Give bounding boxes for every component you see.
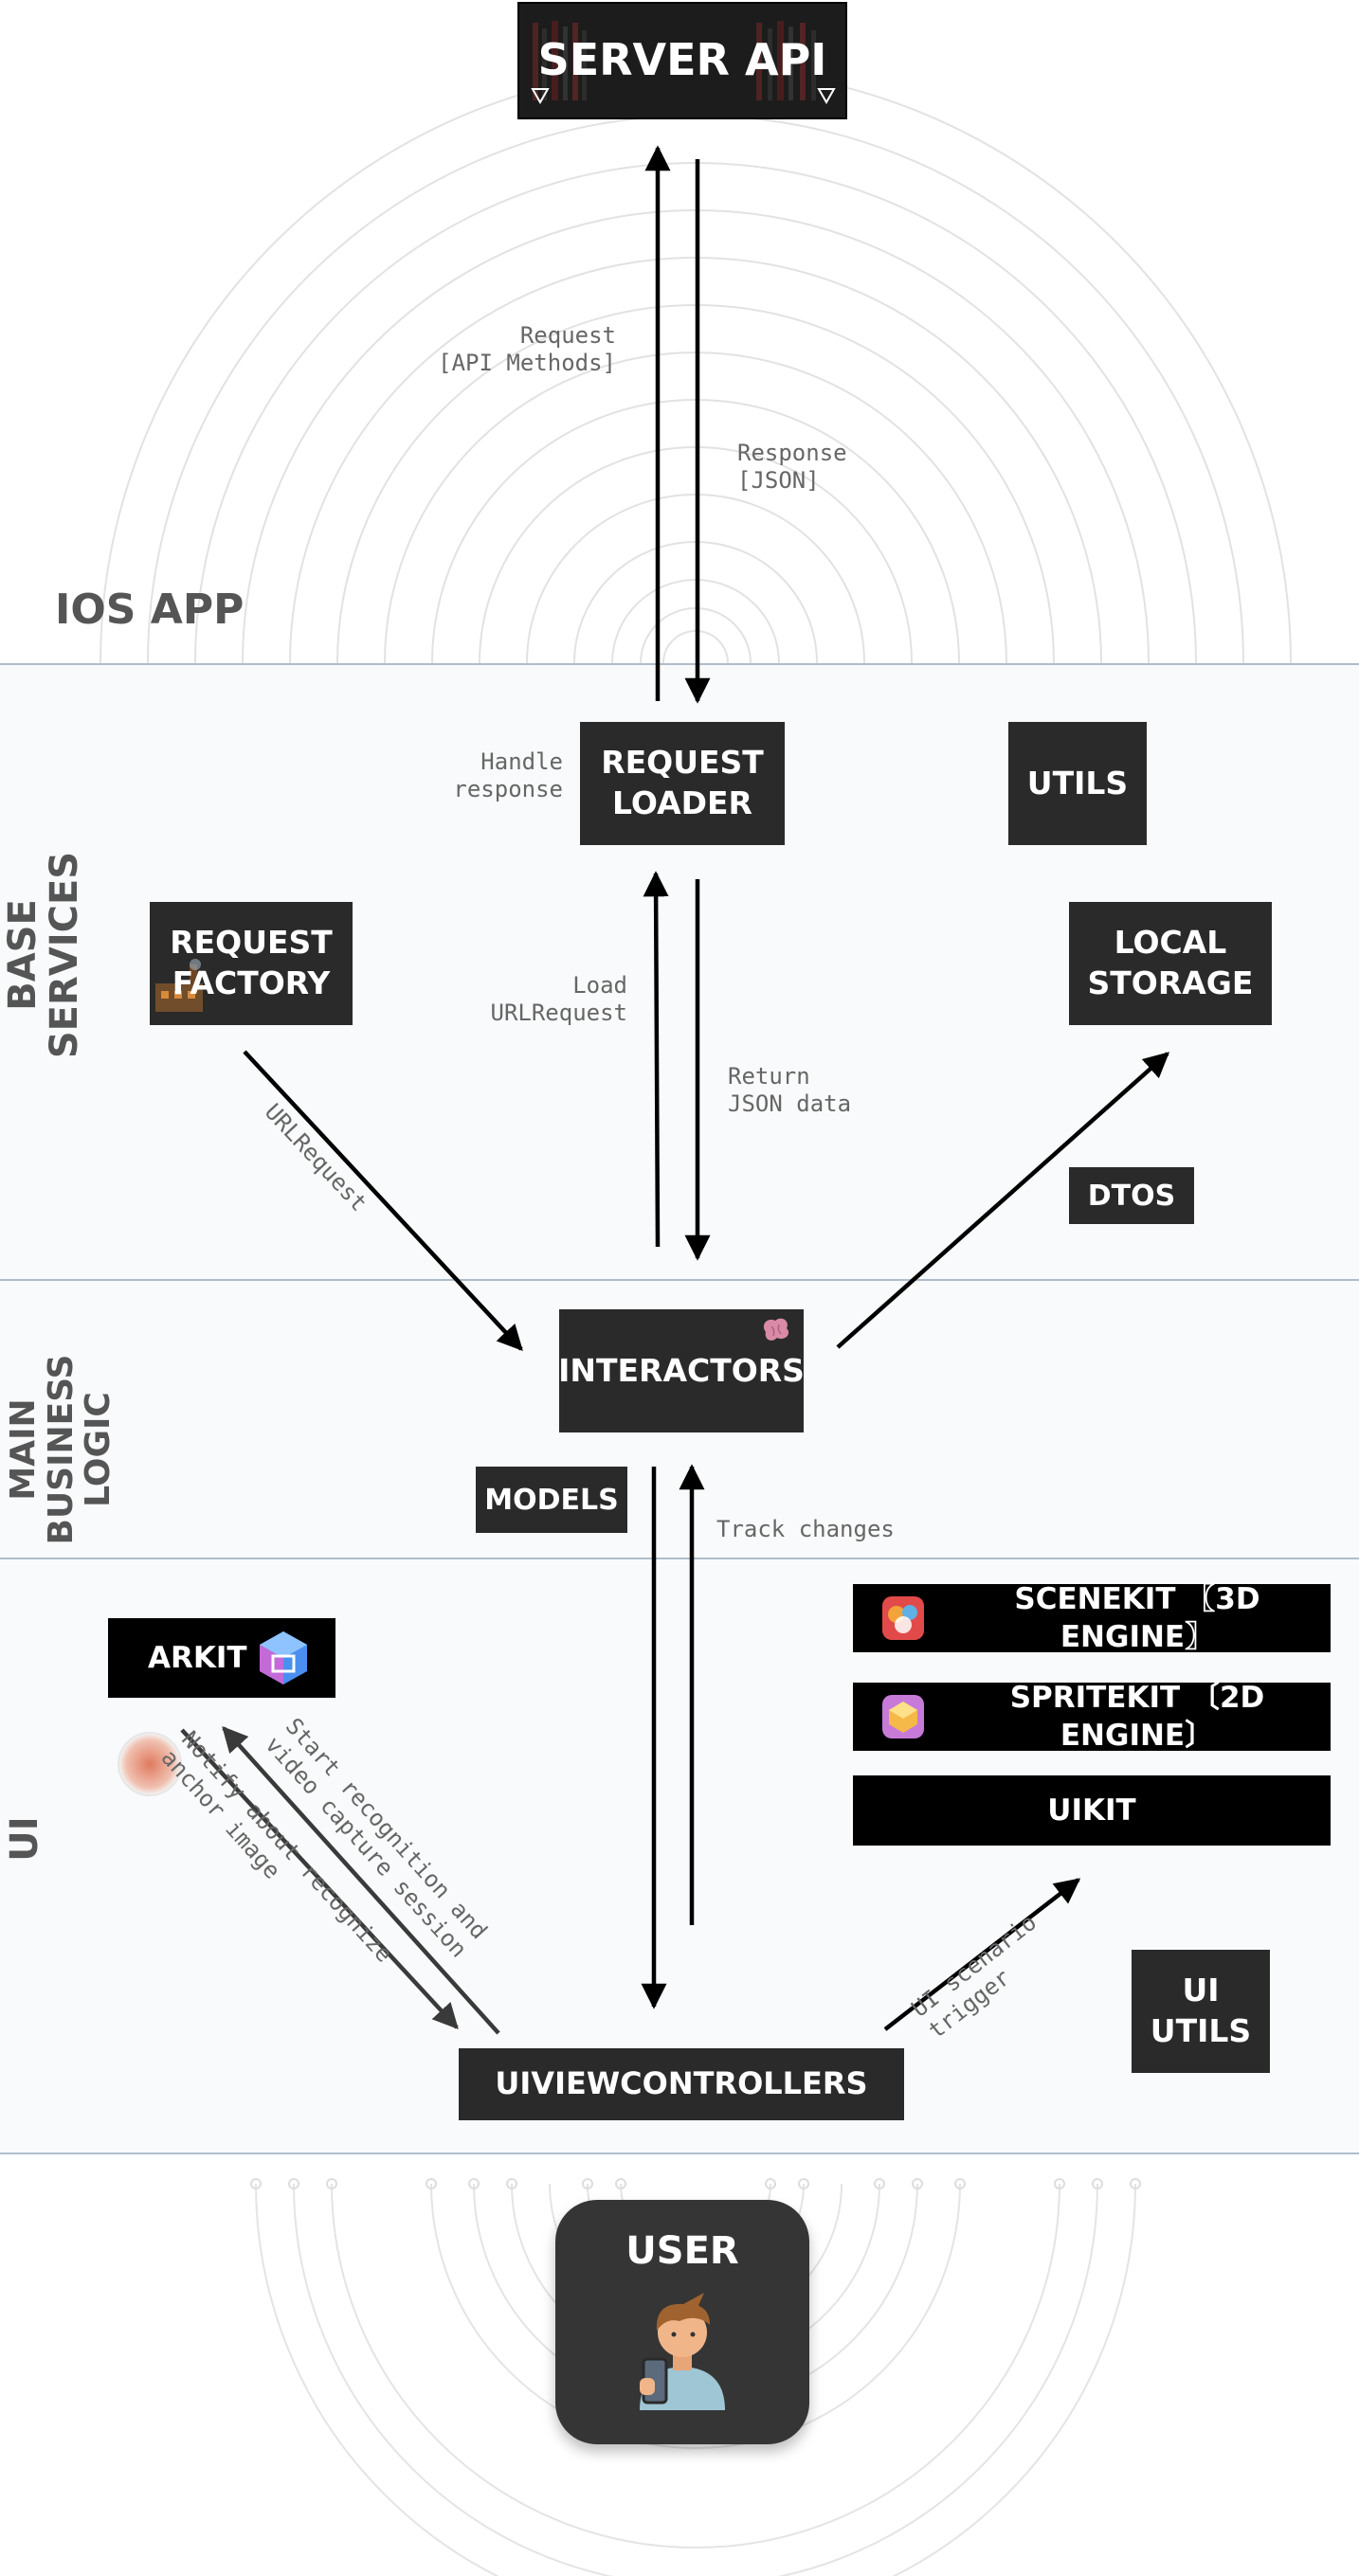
separator-business-logic	[0, 1558, 1359, 1559]
arrow-start-recognition	[222, 1725, 500, 2035]
utils-node: UTILS	[1008, 722, 1147, 845]
anchor-image-icon	[118, 1732, 182, 1796]
interactors-label: INTERACTORS	[558, 1351, 805, 1389]
separator-ios-app	[0, 663, 1359, 665]
arrow-notify-anchor	[180, 1728, 459, 2029]
spritekit-icon	[882, 1695, 924, 1738]
arkit-label: ARKIT	[148, 1640, 247, 1675]
spritekit-node: SPRITEKIT 〔2D ENGINE〕	[853, 1681, 1331, 1753]
separator-ui	[0, 2153, 1359, 2154]
label-handle-response: Handle response	[453, 748, 563, 802]
arkit-node: ARKIT	[108, 1618, 335, 1698]
dtos-node: DTOS	[1069, 1167, 1194, 1224]
user-icon	[640, 2293, 725, 2410]
scenekit-node: SCENEKIT 〖3D ENGINE〗	[853, 1582, 1331, 1654]
models-node: MODELS	[476, 1467, 627, 1533]
arrow-load-urlrequest	[643, 871, 669, 1248]
uikit-node: UIKIT	[853, 1775, 1331, 1846]
spritekit-label: SPRITEKIT 〔2D ENGINE〕	[1009, 1680, 1265, 1753]
interactors-node: INTERACTORS	[558, 1309, 805, 1432]
brain-icon	[763, 1318, 789, 1341]
label-request: Request [API Methods]	[438, 322, 616, 376]
label-return-json: Return JSON data	[728, 1063, 852, 1117]
factory-icon	[155, 959, 203, 1012]
user-node: USER	[555, 2200, 809, 2444]
server-api-node: SERVER API	[517, 2, 847, 119]
request-factory-label: REQUEST FACTORY	[170, 924, 333, 1001]
ui-utils-node: UI UTILS	[1132, 1950, 1270, 2073]
label-load-urlrequest: Load URLRequest	[490, 972, 628, 1026]
arrow-ui-scenario	[883, 1878, 1081, 2031]
arkit-icon	[260, 1631, 307, 1684]
local-storage-node: LOCAL STORAGE	[1069, 902, 1272, 1025]
separator-base-services	[0, 1279, 1359, 1281]
user-label: USER	[625, 2229, 739, 2273]
label-response: Response [JSON]	[737, 440, 847, 494]
uiviewcontrollers-node: UIVIEWCONTROLLERS	[459, 2048, 904, 2120]
request-factory-node: REQUEST FACTORY	[150, 902, 353, 1025]
arrow-urlrequest	[243, 1050, 523, 1351]
scenekit-label: SCENEKIT 〖3D ENGINE〗	[1014, 1581, 1260, 1654]
request-loader-node: REQUEST LOADER	[580, 722, 785, 845]
bookshelf-pattern	[531, 21, 836, 105]
section-label-ios-app: IOS APP	[55, 585, 245, 634]
server-api-title: SERVER API	[537, 34, 827, 86]
label-track-changes: Track changes	[716, 1516, 895, 1542]
arrow-to-local-storage	[836, 1052, 1170, 1349]
scenekit-icon	[882, 1596, 924, 1640]
